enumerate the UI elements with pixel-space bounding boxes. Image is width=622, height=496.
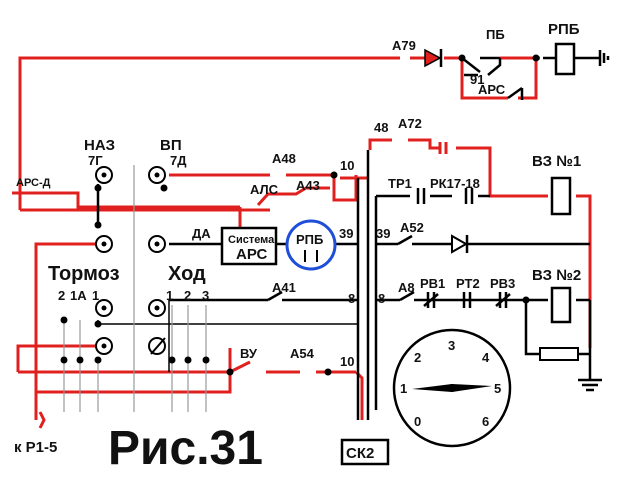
diode-a79: [424, 48, 443, 68]
label-vz1: ВЗ №1: [532, 153, 581, 170]
terminal-brake-b[interactable]: [95, 299, 113, 317]
switch-terminals: [95, 166, 166, 355]
label-brake-pos-2: 1: [92, 288, 99, 303]
label-a72: А72: [398, 116, 422, 131]
label-travel-pos-0: 1: [166, 288, 173, 303]
label-naz: НАЗ: [84, 137, 115, 154]
label-rk: РК17-18: [430, 176, 480, 191]
label-pb-wire: 91: [470, 72, 484, 87]
terminal-naz[interactable]: [95, 166, 113, 184]
dial-mark-1: 1: [400, 381, 407, 396]
terminal-brake-c[interactable]: [95, 337, 113, 355]
label-a8: А8: [398, 280, 415, 295]
label-travel-pos-2: 3: [202, 288, 209, 303]
terminal-travel-a[interactable]: [148, 235, 166, 253]
label-wire-39-left: 39: [339, 226, 353, 241]
label-vz2: ВЗ №2: [532, 267, 581, 284]
label-ars-system-1: Система: [228, 234, 275, 246]
terminal-travel-c[interactable]: [148, 337, 166, 355]
labels: А79 ПБ 91 АРС РПБ А72 48 НАЗ 7Г ВП 7Д АР…: [14, 21, 581, 475]
label-to-relay: к Р1-5: [14, 439, 57, 456]
label-rpb-coil: РПБ: [548, 21, 580, 38]
label-brake-pos-1: 1А: [70, 288, 87, 303]
label-a41: А41: [272, 280, 296, 295]
label-als: АЛС: [250, 182, 279, 197]
label-a52: А52: [400, 220, 424, 235]
relay-contacts: [423, 292, 511, 308]
label-naz-pos: 7Г: [88, 153, 103, 168]
label-a48: А48: [272, 151, 296, 166]
label-pb: ПБ: [486, 27, 505, 42]
ars-system-block[interactable]: [220, 226, 278, 266]
label-brake-pos-0: 2: [58, 288, 65, 303]
label-wire-10-bottom: 10: [340, 354, 354, 369]
label-ars-contact: АРС: [478, 82, 506, 97]
label-sk2: СК2: [346, 445, 374, 462]
vz1-coil: [550, 176, 572, 216]
label-a54: А54: [290, 346, 315, 361]
figure-caption: Рис.31: [108, 422, 263, 475]
dial-mark-5: 5: [494, 381, 501, 396]
controller-dial: [392, 328, 512, 448]
label-brake: Тормоз: [48, 263, 120, 285]
label-wire-8-left: 8: [348, 291, 355, 306]
resistor: [539, 347, 579, 361]
sk2-terminal[interactable]: [340, 438, 390, 466]
dial-mark-4: 4: [482, 350, 490, 365]
label-wire-39-right: 39: [376, 226, 390, 241]
label-rt2: РТ2: [456, 276, 480, 291]
label-travel-pos-1: 2: [184, 288, 191, 303]
label-wire-48: 48: [374, 120, 388, 135]
label-rv1: РВ1: [420, 276, 445, 291]
label-wire-10-top: 10: [340, 158, 354, 173]
dial-mark-3: 3: [448, 338, 455, 353]
junction-dots: [60, 54, 540, 376]
terminal-travel-b[interactable]: [148, 299, 166, 317]
rpb-lamp: [285, 219, 337, 271]
label-da: ДА: [192, 226, 211, 241]
diode-a52: [451, 234, 469, 254]
label-a43: А43: [296, 178, 320, 193]
label-travel: Ход: [168, 263, 206, 285]
label-vp-pos: 7Д: [170, 153, 187, 168]
label-ars-system-2: АРС: [236, 246, 267, 263]
terminal-brake-a[interactable]: [95, 235, 113, 253]
dial-mark-2: 2: [414, 350, 421, 365]
label-rv3: РВ3: [490, 276, 515, 291]
label-ars-d: АРС-Д: [16, 177, 51, 189]
contact-a72: [438, 142, 448, 154]
label-wire-8-right: 8: [378, 291, 385, 306]
label-vu: ВУ: [240, 346, 258, 361]
rpb-coil: [554, 42, 576, 76]
dial-mark-6: 6: [482, 414, 489, 429]
terminal-vp[interactable]: [148, 166, 166, 184]
label-tr1: ТР1: [388, 176, 412, 191]
label-a79: А79: [392, 38, 416, 53]
label-rpb-lamp: РПБ: [296, 232, 323, 247]
label-vp: ВП: [160, 137, 182, 154]
dial-mark-0: 0: [414, 414, 421, 429]
vz2-coil: [550, 286, 572, 324]
